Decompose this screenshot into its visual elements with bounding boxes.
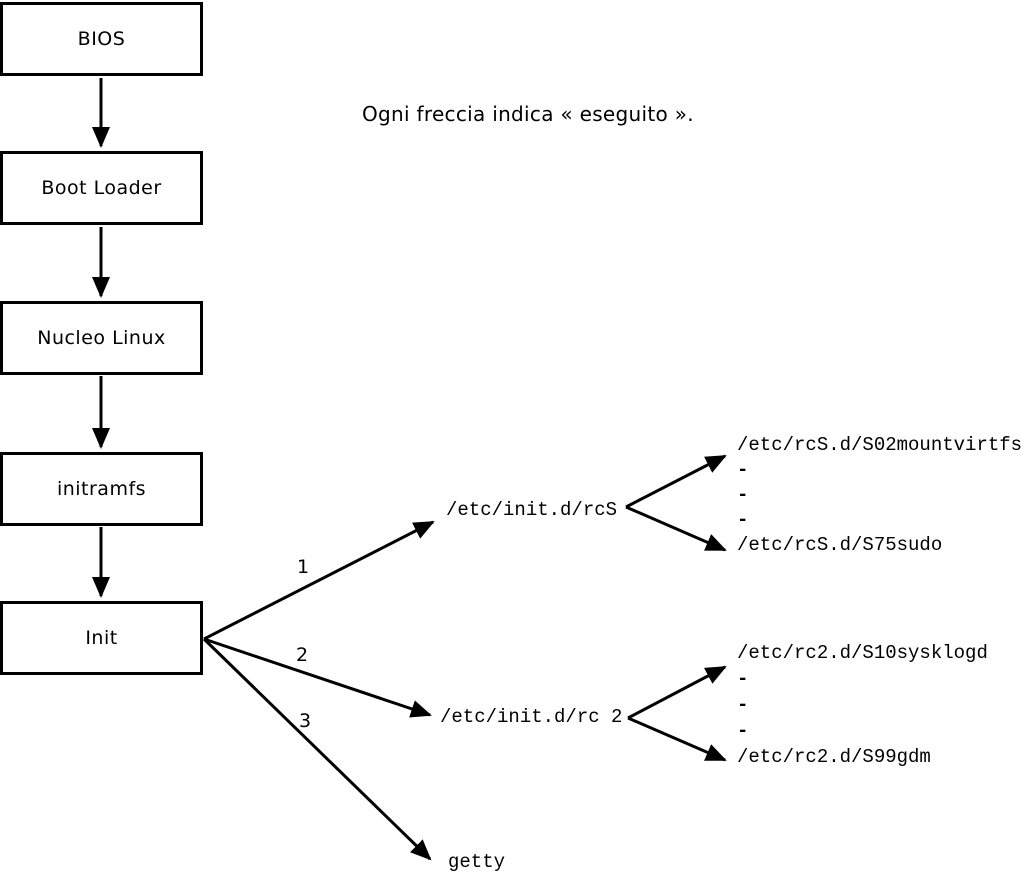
- script-list-item: /etc/rc2.d/S99gdm: [737, 746, 931, 768]
- branch-number-3: 3: [299, 710, 312, 732]
- ellipsis-dash: -: [737, 668, 749, 690]
- arrow-init-to-rc2: [203, 637, 432, 718]
- box-boot-loader: Boot Loader: [0, 151, 203, 225]
- box-bios-label: BIOS: [77, 28, 126, 50]
- ellipsis-dash: -: [737, 484, 749, 506]
- ellipsis-dash: -: [737, 459, 749, 481]
- arrow-init-to-rcs: [203, 520, 435, 641]
- arrow-rcs-to-last-script: [625, 505, 727, 552]
- script-list-item: /etc/rcS.d/S75sudo: [737, 534, 943, 556]
- arrow-rc2-to-first-script: [627, 665, 727, 720]
- box-initramfs: initramfs: [0, 452, 203, 526]
- ellipsis-dash: -: [737, 694, 749, 716]
- box-initramfs-label: initramfs: [56, 478, 147, 500]
- arrow-init-to-getty: [202, 637, 432, 861]
- arrow-rc2-to-last-script: [627, 716, 727, 762]
- arrow-rcs-to-first-script: [625, 454, 727, 509]
- box-init-label: Init: [85, 627, 118, 649]
- ellipsis-dash: -: [737, 509, 749, 531]
- target-rc2-label: /etc/init.d/rc 2: [440, 706, 623, 728]
- branch-number-2: 2: [296, 644, 309, 666]
- target-rcs-label: /etc/init.d/rcS: [446, 499, 618, 521]
- box-init: Init: [0, 601, 203, 675]
- rcs-script-list: /etc/rcS.d/S02mountvirtfs - - - /etc/rcS…: [737, 433, 1022, 558]
- script-list-item: /etc/rc2.d/S10sysklogd: [737, 642, 988, 664]
- target-getty-label: getty: [448, 851, 506, 873]
- box-boot-loader-label: Boot Loader: [41, 177, 162, 199]
- note-text: Ogni freccia indica « eseguito ».: [362, 102, 694, 126]
- box-bios: BIOS: [0, 2, 203, 76]
- box-nucleo-linux: Nucleo Linux: [0, 301, 203, 375]
- box-nucleo-linux-label: Nucleo Linux: [37, 327, 166, 349]
- branch-number-1: 1: [297, 556, 310, 578]
- rc2-script-list: /etc/rc2.d/S10sysklogd - - - /etc/rc2.d/…: [737, 640, 988, 770]
- script-list-item: /etc/rcS.d/S02mountvirtfs: [737, 434, 1023, 456]
- ellipsis-dash: -: [737, 720, 749, 742]
